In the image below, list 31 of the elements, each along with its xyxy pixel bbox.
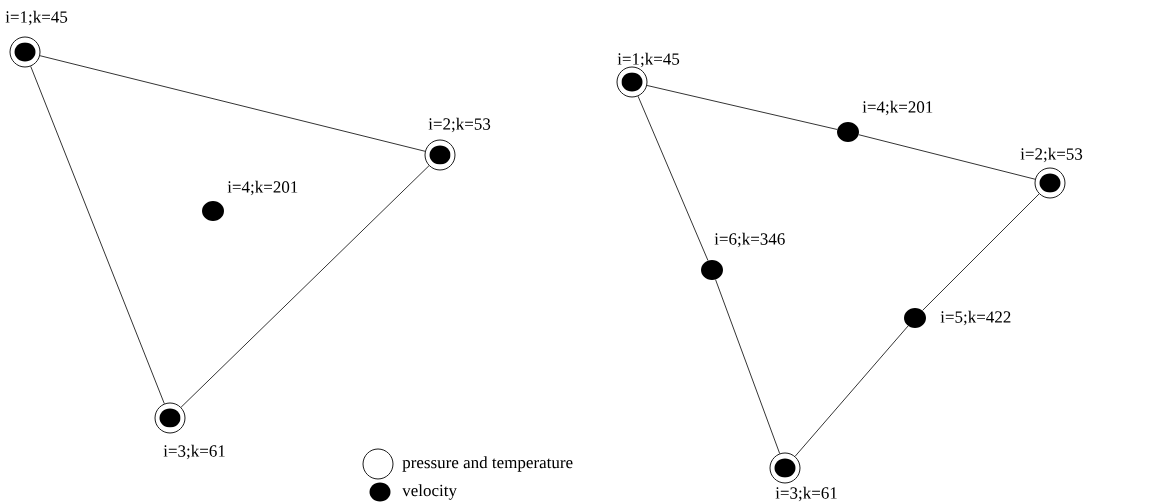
- edge-line: [646, 85, 838, 130]
- legend-label: pressure and temperature: [402, 456, 573, 472]
- ringed-node: [1034, 167, 1066, 199]
- edge-line: [180, 165, 430, 408]
- node-label: i=2;k=53: [1020, 147, 1083, 163]
- node-label: i=1;k=45: [617, 52, 680, 68]
- node-label: i=3;k=61: [775, 486, 837, 502]
- edge-line: [858, 134, 1036, 180]
- node-label: i=3;k=61: [163, 444, 225, 460]
- dot-node: [837, 122, 859, 142]
- node-label: i=1;k=45: [5, 10, 68, 26]
- node-label: i=6;k=346: [714, 232, 785, 248]
- dot-node: [701, 260, 723, 280]
- legend-label: velocity: [402, 484, 457, 500]
- edge-line: [30, 65, 165, 405]
- ringed-node: [154, 402, 186, 434]
- ringed-node: [616, 66, 648, 98]
- node-label: i=5;k=422: [940, 310, 1011, 326]
- edge-line: [922, 193, 1040, 311]
- ringed-node: [9, 36, 41, 68]
- ringed-node: [424, 139, 456, 171]
- edge-line: [794, 325, 909, 457]
- node-label: i=4;k=201: [227, 180, 298, 196]
- node-label: i=4;k=201: [862, 100, 933, 116]
- edge-line: [39, 55, 426, 152]
- node-label: i=2;k=53: [428, 117, 491, 133]
- ringed-node: [769, 452, 801, 484]
- edge-line: [637, 95, 709, 261]
- dot-node: [904, 308, 926, 328]
- dot-node: [202, 201, 224, 221]
- edge-line: [715, 279, 781, 454]
